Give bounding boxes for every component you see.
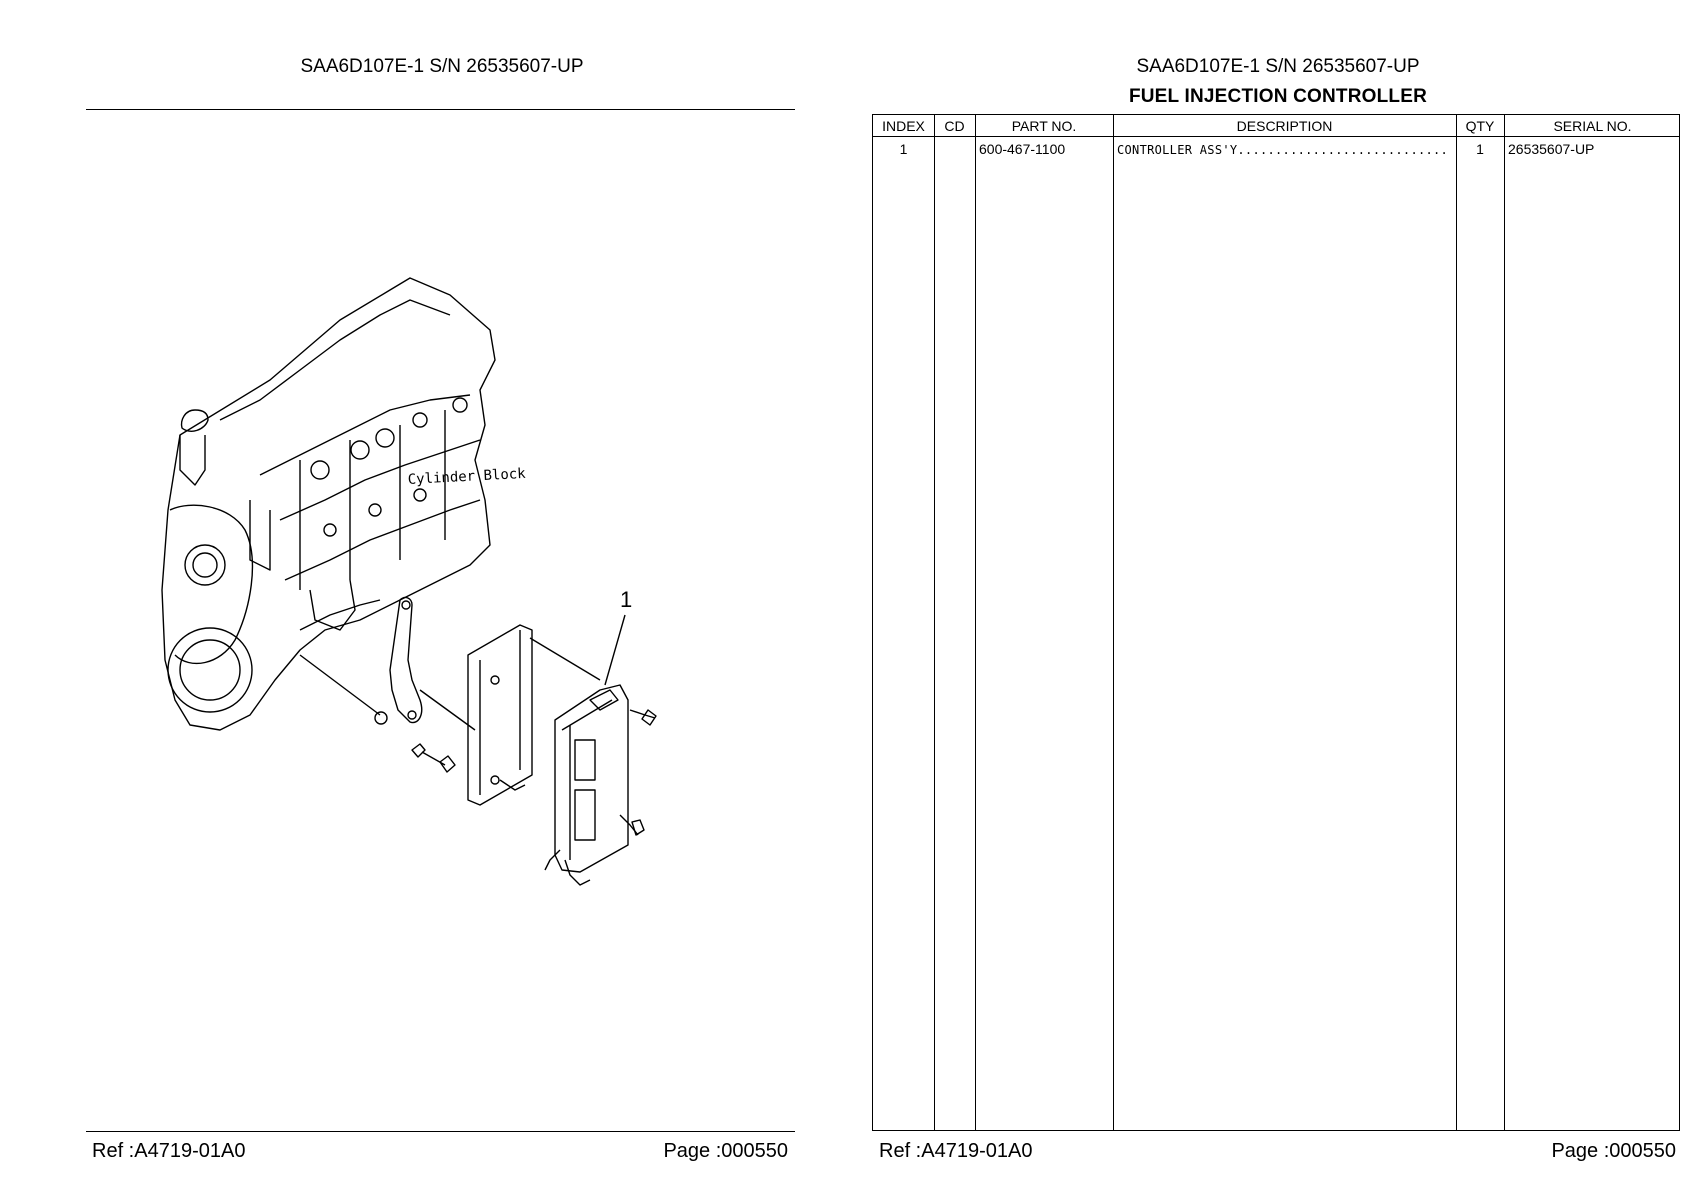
header-serial-no: SERIAL NO. [1553,118,1632,134]
engine-block-illustration: Cylinder Block 1 [161,277,657,886]
left-header-rule [86,109,795,110]
section-title: FUEL INJECTION CONTROLLER [1128,86,1428,107]
callout-number: 1 [620,587,632,612]
row-serial-no: 26535607-UP [1508,141,1595,157]
col-divider [1504,115,1505,1130]
col-divider [934,115,935,1130]
left-footer-ref: Ref :A4719-01A0 [92,1140,246,1162]
header-qty: QTY [1465,118,1495,134]
left-footer-rule [86,1131,795,1132]
col-divider [975,115,976,1130]
right-footer-ref: Ref :A4719-01A0 [879,1140,1033,1162]
row-qty: 1 [1476,141,1484,157]
header-description: DESCRIPTION [1236,118,1333,134]
cylinder-block-label: Cylinder Block [407,466,526,488]
right-model-title: SAA6D107E-1 S/N 26535607-UP [1136,56,1420,77]
left-model-title: SAA6D107E-1 S/N 26535607-UP [300,56,584,77]
header-cd: CD [944,118,965,134]
col-divider [1456,115,1457,1130]
right-footer-page: Page :000550 [1551,1140,1676,1162]
left-footer-page: Page :000550 [663,1140,788,1162]
header-part-no: PART NO. [1011,118,1077,134]
exploded-parts-drawing: Cylinder Block 1 [150,260,730,960]
header-index: INDEX [882,118,925,134]
row-description: CONTROLLER ASS'Y........................… [1117,143,1449,157]
header-divider [873,136,1679,137]
parts-table: INDEX CD PART NO. DESCRIPTION QTY SERIAL… [872,114,1680,1131]
col-divider [1113,115,1114,1130]
row-index: 1 [899,141,908,157]
row-part-no: 600-467-1100 [979,141,1066,157]
